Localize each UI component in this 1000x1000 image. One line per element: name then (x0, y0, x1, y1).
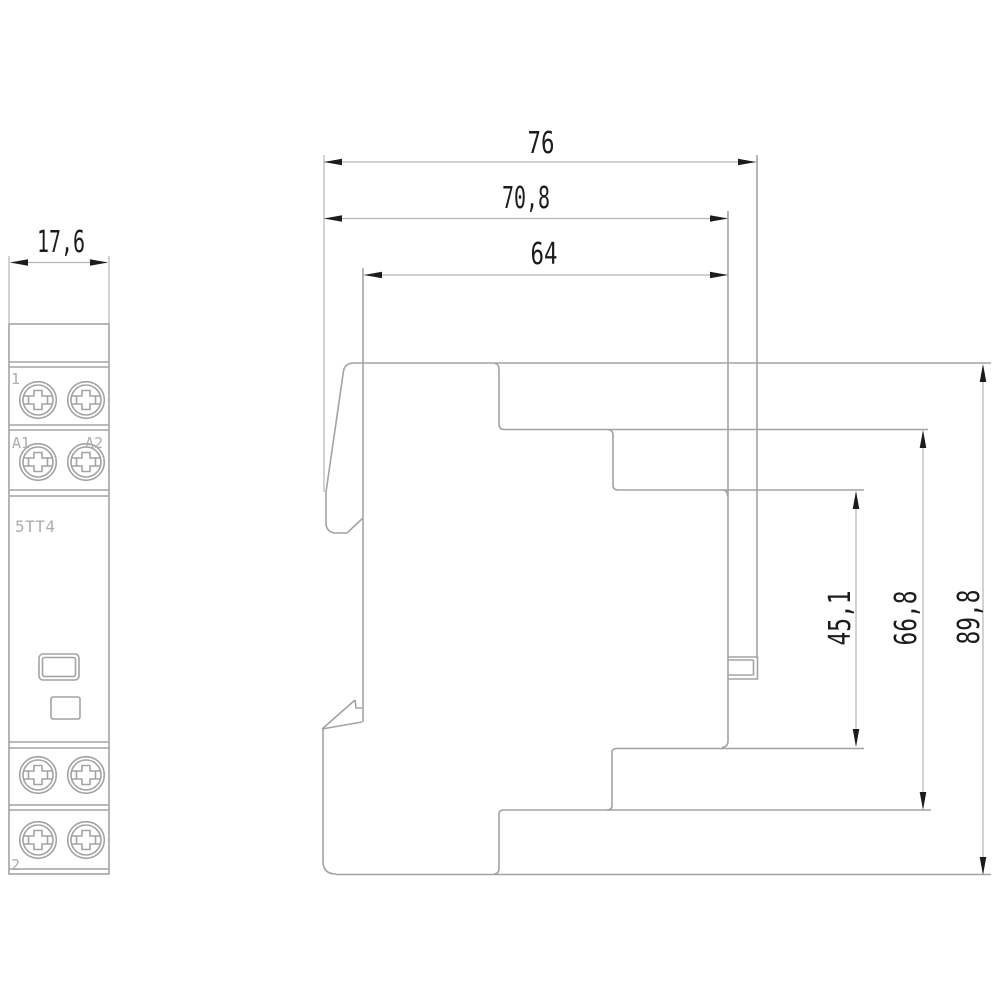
side-back-inner-edge (721, 211, 729, 749)
switch-window (38, 653, 80, 681)
side-top-step-2 (607, 428, 619, 491)
arrow-left-icon (364, 271, 382, 279)
side-view (321, 155, 991, 876)
front-housing-outline (8, 323, 110, 875)
arrow-up-icon (919, 430, 927, 448)
din-clip-tab (728, 656, 759, 680)
arrow-right-icon (90, 259, 108, 266)
terminal-label-a2: A2 (85, 434, 103, 452)
dim-value-depth-upper: 70,8 (502, 181, 550, 216)
arrow-right-icon (738, 158, 756, 166)
dim-value-height-total: 89,8 (952, 590, 987, 645)
side-recess-corner (722, 489, 729, 497)
side-lower-front (322, 729, 337, 875)
front-section-dividers (9, 361, 109, 870)
front-view: 1 A1 A2 5TT4 2 17,6 (8, 225, 110, 875)
dimension-height-back-section: 66,8 (889, 430, 927, 810)
arrow-down-icon (852, 729, 860, 747)
side-front-flap (325, 362, 364, 534)
arrow-down-icon (919, 792, 927, 810)
dim-value-front-width: 17,6 (37, 225, 85, 260)
dimension-height-total: 89,8 (952, 364, 987, 875)
arrow-up-icon (852, 491, 860, 509)
product-label: 5TT4 (15, 517, 56, 536)
screw-terminal-2-right (66, 820, 106, 860)
din-clip-wedge (321, 699, 363, 730)
side-rear-lower-step (606, 747, 618, 811)
arrow-right-icon (710, 271, 728, 279)
screw-terminal-3-right (66, 755, 106, 795)
dim-value-depth-body: 64 (531, 237, 558, 272)
dimension-depth-total: 76 (324, 126, 756, 166)
dimension-front-width: 17,6 (8, 225, 110, 324)
indicator-window (50, 696, 81, 720)
side-top-step-1 (494, 362, 505, 431)
arrow-left-icon (10, 259, 28, 266)
dim-value-depth-total: 76 (528, 126, 555, 161)
dimension-depth-upper: 70,8 (324, 181, 728, 222)
arrow-right-icon (710, 215, 728, 222)
dimension-height-rail-section: 45,1 (823, 491, 860, 747)
terminal-label-1: 1 (11, 370, 20, 388)
screw-terminal-2-left (18, 820, 58, 860)
screw-terminal-1-right (66, 380, 106, 420)
screw-terminal-1-left (18, 380, 58, 420)
arrow-up-icon (979, 364, 987, 382)
dim-value-height-rail: 45,1 (823, 591, 858, 646)
arrow-left-icon (324, 158, 342, 166)
terminal-label-2: 2 (11, 856, 20, 874)
side-bottom-step (493, 809, 505, 875)
arrow-left-icon (324, 215, 342, 222)
screw-terminal-3-left (18, 755, 58, 795)
dim-value-height-back: 66,8 (889, 591, 924, 646)
arrow-down-icon (979, 857, 987, 875)
terminal-label-a1: A1 (12, 434, 30, 452)
dimension-depth-body: 64 (364, 237, 728, 279)
